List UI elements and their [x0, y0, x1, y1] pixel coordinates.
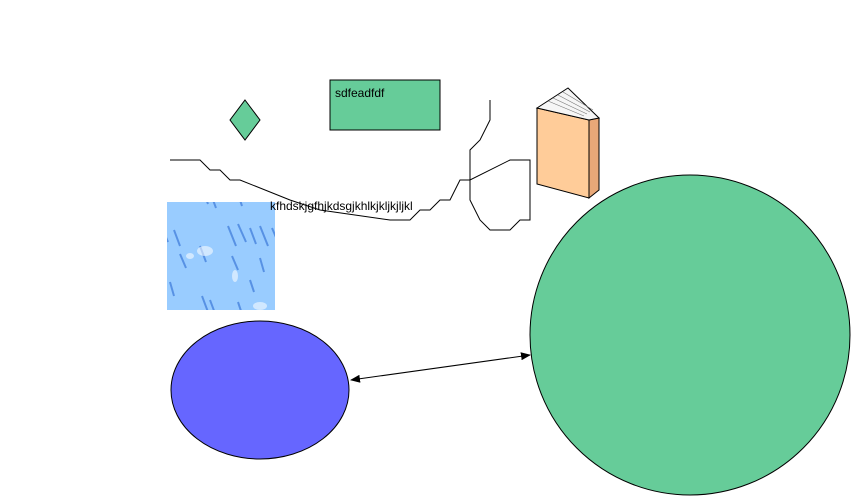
water-texture-image[interactable] — [167, 202, 275, 310]
double-arrow-connector[interactable] — [350, 352, 531, 383]
book-icon[interactable] — [535, 87, 601, 200]
floating-text-label: kfhdskjgfhjkdsgjkhlkjkljkjljkl — [270, 199, 413, 213]
large-green-circle[interactable] — [529, 174, 851, 496]
labeled-rectangle[interactable] — [329, 79, 441, 131]
diamond-shape[interactable] — [229, 99, 261, 141]
connector-polyline-long[interactable] — [170, 100, 531, 231]
small-blue-ellipse[interactable] — [170, 320, 350, 460]
rectangle-label: sdfeadfdf — [335, 86, 385, 100]
